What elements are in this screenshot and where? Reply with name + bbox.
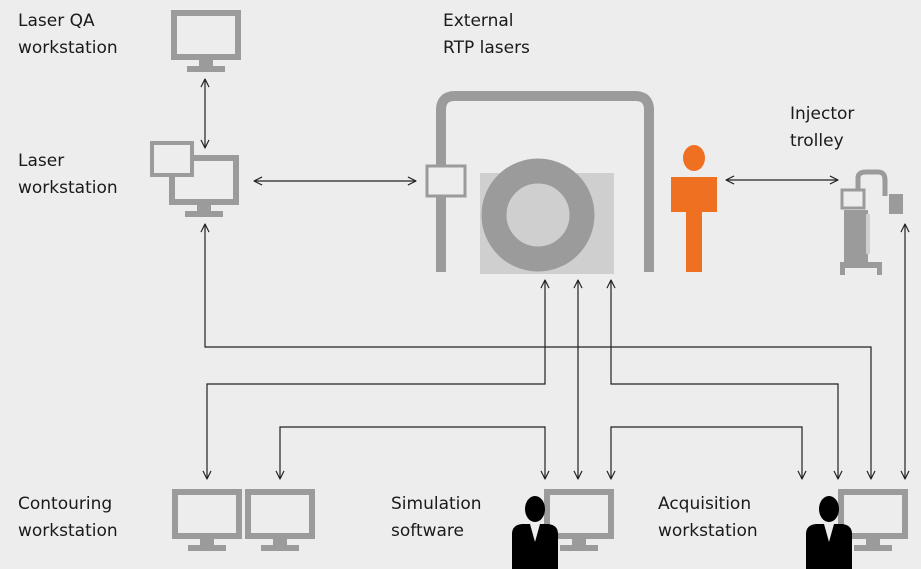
arrow-simulation-contouring: [280, 426, 545, 479]
label-external-rtp-lasers: External RTP lasers: [443, 11, 530, 58]
laser-box-icon: [425, 164, 467, 198]
label-contouring-workstation: Contouring workstation: [18, 494, 118, 541]
connections: [205, 79, 905, 479]
label-laser-qa-workstation: Laser QA workstation: [18, 11, 118, 58]
operator-icon: [806, 496, 852, 569]
ct-gantry-icon: [425, 91, 654, 274]
monitor-icon: [150, 141, 194, 177]
label-laser-workstation: Laser workstation: [18, 151, 118, 198]
label-simulation-software: Simulation software: [391, 494, 482, 541]
label-acquisition-workstation: Acquisition workstation: [658, 494, 758, 541]
monitor-icon: [248, 492, 312, 551]
monitor-icon: [175, 492, 239, 551]
arrow-ct-contouring: [207, 280, 545, 479]
person-icon: [671, 145, 717, 272]
monitor-icon: [174, 13, 238, 72]
arrow-acquisition-simulation: [611, 426, 802, 479]
operator-icon: [512, 496, 558, 569]
injector-trolley-icon: [840, 169, 903, 275]
arrow-ct-acquisition: [611, 280, 838, 479]
label-injector-trolley: Injector trolley: [790, 104, 855, 151]
